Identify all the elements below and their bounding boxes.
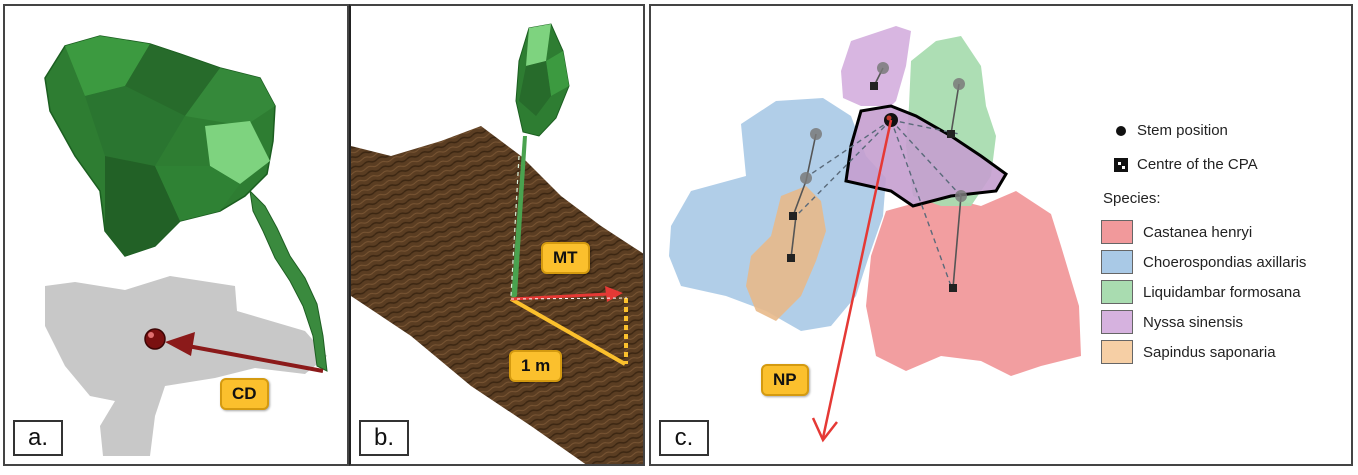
focal-stem-highlight	[886, 115, 892, 121]
crown-facet	[185, 68, 275, 126]
np-arrow	[821, 119, 893, 439]
crown-facet	[65, 36, 150, 96]
panel-a-scene	[44, 35, 328, 456]
legend-species-heading: Species:	[1103, 190, 1161, 207]
legend-swatch	[1101, 250, 1133, 274]
legend-swatch	[1101, 310, 1133, 334]
legend-species-choerospondias: Choerospondias axillaris	[1101, 250, 1306, 274]
crown-facet	[155, 166, 240, 221]
terrain-surface	[351, 126, 643, 464]
np-arrowhead	[811, 417, 838, 443]
cpa-nyssa-sinensis-focal	[844, 104, 1008, 208]
legend-cpa-centre: Centre of the CPA	[1137, 156, 1258, 173]
crown-facet	[546, 51, 569, 96]
crown-facet	[205, 121, 270, 184]
legend-swatch	[1101, 340, 1133, 364]
legend-species-liquidambar: Liquidambar formosana	[1101, 280, 1301, 304]
panel-c: NP Stem position Centre of the CPA Speci…	[649, 4, 1353, 466]
tree-stem	[511, 136, 527, 301]
cpa-castanea-henryi	[866, 191, 1081, 376]
cd-tag: CD	[220, 378, 269, 410]
scale-tag: 1 m	[509, 350, 563, 382]
legend-swatch	[1101, 220, 1133, 244]
crown-centre-highlight	[148, 332, 154, 338]
panel-b: MT 1 m b.	[349, 4, 645, 466]
crown-displacement-arrowhead	[165, 332, 195, 356]
crown-facet	[125, 44, 220, 116]
mt-arrow	[510, 292, 610, 301]
cpa-nyssa-sinensis	[841, 26, 911, 106]
panel-b-letter: b.	[359, 420, 409, 456]
panel-a: CD a.	[3, 4, 349, 466]
crown-facet	[519, 61, 551, 116]
crown-projection-area	[45, 276, 327, 456]
stem-positions	[800, 62, 967, 202]
cpa-centres	[787, 82, 957, 292]
panel-c-map	[669, 26, 1128, 443]
panel-c-letter: c.	[659, 420, 709, 456]
crown-centre-point	[144, 328, 166, 350]
legend-stem-position: Stem position	[1137, 122, 1228, 139]
legend-species-nyssa: Nyssa sinensis	[1101, 310, 1243, 334]
one-meter-line	[510, 297, 626, 366]
mt-tag: MT	[541, 242, 590, 274]
crown-facet	[105, 156, 180, 256]
legend-species-sapindus: Sapindus saponaria	[1101, 340, 1276, 364]
legend-species-castanea: Castanea henryi	[1101, 220, 1252, 244]
tree-stem	[249, 189, 328, 372]
panel-a-letter: a.	[13, 420, 63, 456]
crown-displacement-arrow	[176, 342, 324, 373]
np-tag: NP	[761, 364, 809, 396]
cpa-sapindus-saponaria	[746, 186, 826, 321]
legend-cpa-marker	[1114, 158, 1128, 172]
legend-swatch	[1101, 280, 1133, 304]
legend-stem-marker	[1116, 126, 1126, 136]
guide-line	[510, 297, 628, 300]
crown-facet	[526, 24, 551, 66]
crown-facet	[85, 86, 185, 166]
panel-b-scene	[351, 23, 643, 464]
